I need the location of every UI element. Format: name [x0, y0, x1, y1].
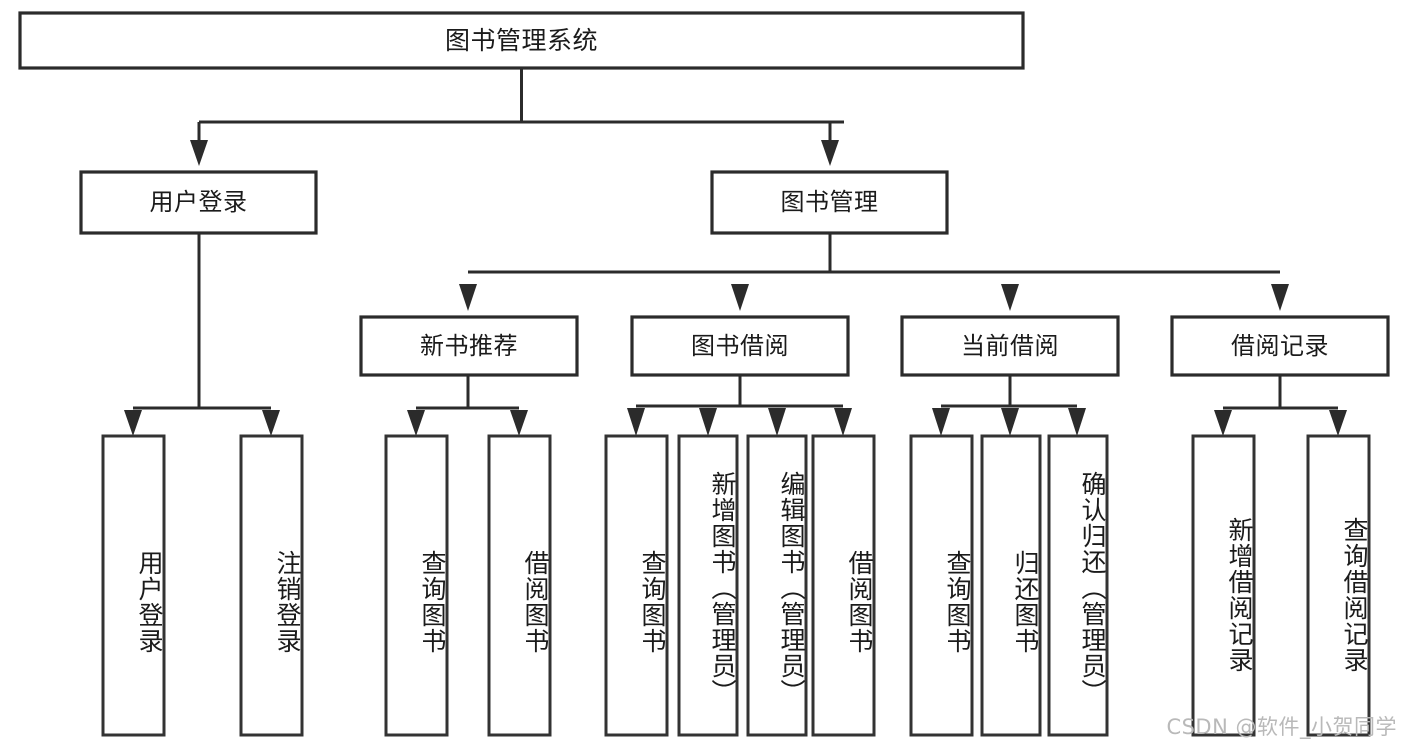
- arrow-borrow-leaf-3: [768, 408, 786, 436]
- arrow-to-leaf-logout: [262, 410, 280, 436]
- arrow-borrow-leaf-4: [834, 408, 852, 436]
- leaf-box-record-add[interactable]: [1191, 434, 1256, 737]
- connector-group-book-mgmt: [459, 233, 1289, 311]
- arrow-current-leaf-2: [1001, 408, 1019, 436]
- arrow-to-leaf-user-login: [124, 410, 142, 436]
- node-box-user-login[interactable]: [79, 170, 318, 235]
- arrow-borrow-leaf-2: [699, 408, 717, 436]
- leaf-box-rec-query-book[interactable]: [384, 434, 449, 737]
- node-box-current-borrow[interactable]: [900, 315, 1120, 377]
- node-box-book-borrow[interactable]: [630, 315, 850, 377]
- leaf-box-borrow-add-book[interactable]: [677, 434, 739, 737]
- arrow-to-book-mgmt: [821, 140, 839, 166]
- arrow-newbook-leaf-2: [510, 410, 528, 436]
- arrow-to-current-borrow: [1001, 284, 1019, 311]
- arrow-record-leaf-1: [1214, 410, 1232, 436]
- leaf-box-user-login[interactable]: [101, 434, 166, 737]
- node-box-borrow-record[interactable]: [1170, 315, 1390, 377]
- arrow-current-leaf-3: [1068, 408, 1086, 436]
- connector-group-user-login: [124, 233, 280, 436]
- leaf-box-borrow-edit-book[interactable]: [746, 434, 808, 737]
- arrow-to-new-book-rec: [459, 284, 477, 311]
- connector-group-current-borrow: [932, 375, 1086, 436]
- node-box-root[interactable]: [18, 11, 1025, 70]
- leaf-box-logout[interactable]: [239, 434, 304, 737]
- arrow-current-leaf-1: [932, 408, 950, 436]
- arrow-record-leaf-2: [1329, 410, 1347, 436]
- leaf-box-current-query-book[interactable]: [909, 434, 974, 737]
- connector-group-book-borrow: [627, 375, 852, 436]
- arrow-borrow-leaf-1: [627, 408, 645, 436]
- leaf-box-current-return-book[interactable]: [980, 434, 1042, 737]
- leaf-box-rec-borrow-book[interactable]: [487, 434, 552, 737]
- leaf-box-borrow-borrow-book[interactable]: [811, 434, 876, 737]
- node-box-book-mgmt[interactable]: [710, 170, 949, 235]
- connector-group-root: [190, 69, 844, 166]
- leaf-box-borrow-query-book[interactable]: [604, 434, 669, 737]
- node-box-new-book-rec[interactable]: [359, 315, 579, 377]
- leaf-box-current-confirm-return[interactable]: [1047, 434, 1109, 737]
- arrow-newbook-leaf-1: [407, 410, 425, 436]
- arrow-to-borrow-record: [1271, 284, 1289, 311]
- leaf-box-record-query[interactable]: [1306, 434, 1371, 737]
- connector-group-new-book-rec: [407, 375, 528, 436]
- connector-group-borrow-record: [1214, 375, 1347, 436]
- arrow-to-user-login: [190, 140, 208, 166]
- arrow-to-book-borrow: [731, 284, 749, 311]
